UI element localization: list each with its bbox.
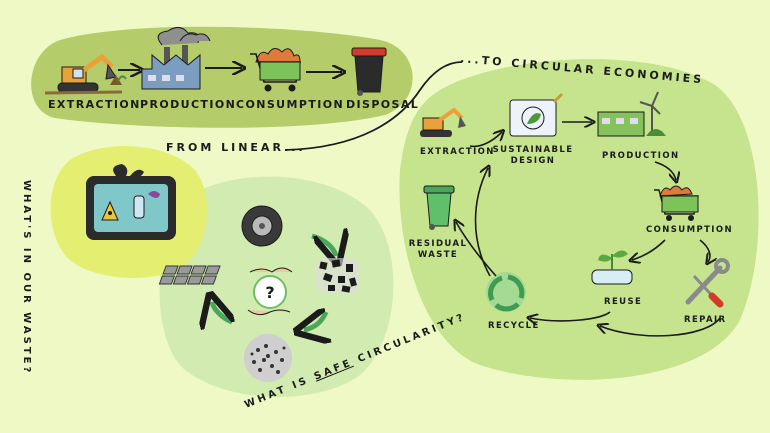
reuse-bottle-plant-icon: [591, 250, 633, 285]
green-bin-icon: [423, 185, 455, 230]
safety-question-icon: ?: [247, 267, 293, 316]
recycle-icon: [486, 272, 526, 312]
from-linear-label: FROM LINEAR...: [166, 141, 306, 154]
linear-extraction-label: EXTRACTION: [48, 98, 141, 111]
tyre-icon: [241, 205, 283, 247]
sustainable-design-label-2: DESIGN: [511, 156, 556, 166]
linear-disposal-label: DISPOSAL: [346, 98, 419, 111]
recycle-to-design-arrow: [474, 168, 491, 277]
residual-waste-label-2: WASTE: [418, 250, 458, 260]
excavator-icon: [57, 53, 127, 93]
consumption-to-repair-arrow: [699, 239, 710, 262]
blueprint-design-icon: [509, 92, 564, 137]
circular-consumption-label: CONSUMPTION: [646, 225, 733, 235]
recycle-to-residual-arrow: [456, 222, 497, 277]
sustainable-design-label-1: SUSTAINABLE: [493, 145, 574, 155]
linear-production-label: PRODUCTION: [140, 98, 236, 111]
consumption-to-reuse-arrow: [632, 239, 666, 260]
circular-production-label: PRODUCTION: [602, 151, 680, 161]
waste-bag-tablet-icon: [86, 164, 176, 240]
residual-waste-label-1: RESIDUAL: [409, 239, 468, 249]
circular-economy-blob: [399, 59, 759, 380]
shopping-cart-icon: [250, 48, 301, 92]
waste-question-label: WHAT'S IN OUR WASTE?: [21, 180, 32, 375]
crumb-rubber-pile-icon: [244, 334, 292, 382]
tyre-to-granules-arrow: [311, 236, 336, 256]
repair-return-arrow: [600, 317, 721, 337]
production-to-consumption-arrow: [654, 161, 676, 180]
circular-excavator-icon: [420, 107, 466, 137]
transition-curve: [284, 61, 463, 151]
factory-icon: [141, 27, 211, 90]
circular-cart-icon: [654, 185, 699, 221]
repair-label: REPAIR: [684, 315, 727, 325]
red-lid-bin-icon: [351, 47, 387, 96]
linear-consumption-label: CONSUMPTION: [236, 98, 344, 111]
crumb-to-tiles-arrow: [212, 302, 232, 322]
granules-to-crumb-arrow: [304, 312, 326, 330]
reuse-label: REUSE: [604, 297, 642, 307]
rubber-granules-icon: [316, 258, 360, 294]
ground-line: [44, 90, 123, 95]
question-mark: ?: [265, 283, 274, 302]
repair-tools-icon: [685, 258, 730, 308]
green-factory-icon: [597, 91, 666, 137]
rubber-tiles-icon: [158, 265, 221, 285]
linear-economy-blob: [31, 26, 413, 128]
recycle-label: RECYCLE: [488, 321, 540, 331]
circular-extraction-label: EXTRACTION: [420, 147, 495, 157]
reuse-to-recycle-arrow: [530, 311, 611, 321]
extraction-to-design-arrow: [469, 132, 502, 148]
